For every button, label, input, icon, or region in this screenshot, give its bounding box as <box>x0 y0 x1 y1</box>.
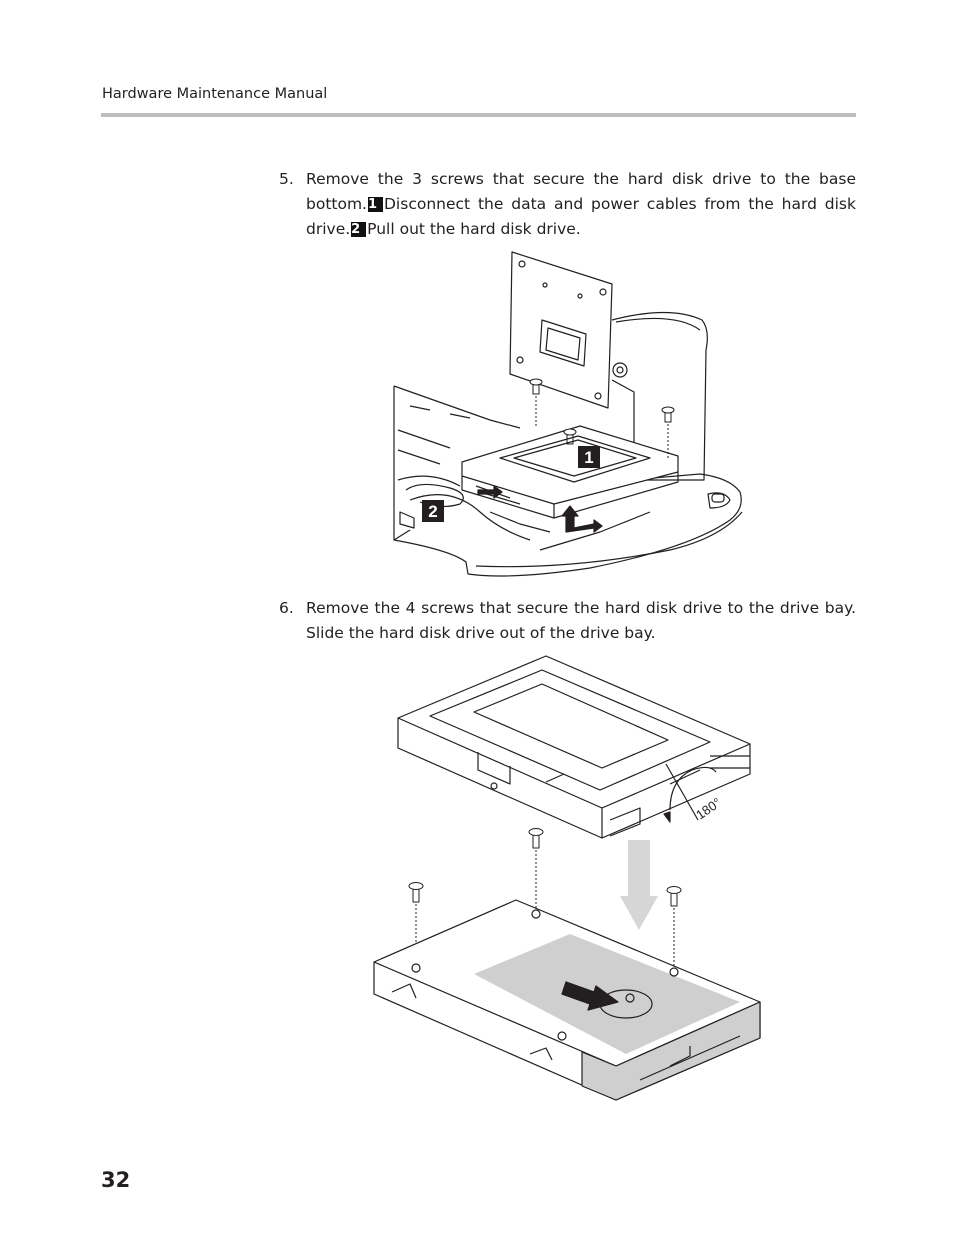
callout-box-1 <box>578 446 600 468</box>
callout-label-1: 1 <box>584 448 593 467</box>
callout-badge-2: 2 <box>351 222 367 237</box>
callout-badge-1: 1 <box>368 197 383 212</box>
step-text: Remove the 3 screws that secure the hard… <box>306 167 856 242</box>
step-number: 5. <box>279 170 294 188</box>
callout-box-2 <box>422 500 444 522</box>
step-text-part: Remove the 3 screws that secure the hard… <box>306 170 856 213</box>
page-number: 32 <box>101 1168 131 1192</box>
step-text-part: Pull out the hard disk drive. <box>367 220 581 238</box>
step-6: 6. Remove the 4 screws that secure the h… <box>279 596 856 646</box>
step-5: 5. Remove the 3 screws that secure the h… <box>279 167 856 242</box>
step-text: Remove the 4 screws that secure the hard… <box>306 599 856 642</box>
callout-label-2: 2 <box>428 502 437 521</box>
rotation-label: 180° <box>693 795 724 823</box>
step-number: 6. <box>279 599 294 617</box>
header-rule <box>101 113 856 117</box>
figure-remove-hdd-from-base: 1 2 <box>393 251 743 577</box>
figure-hdd-and-drive-bay: 180° <box>373 655 761 1101</box>
running-header: Hardware Maintenance Manual <box>102 86 328 102</box>
step-text-part: Disconnect the data and power cables fro… <box>306 195 856 238</box>
